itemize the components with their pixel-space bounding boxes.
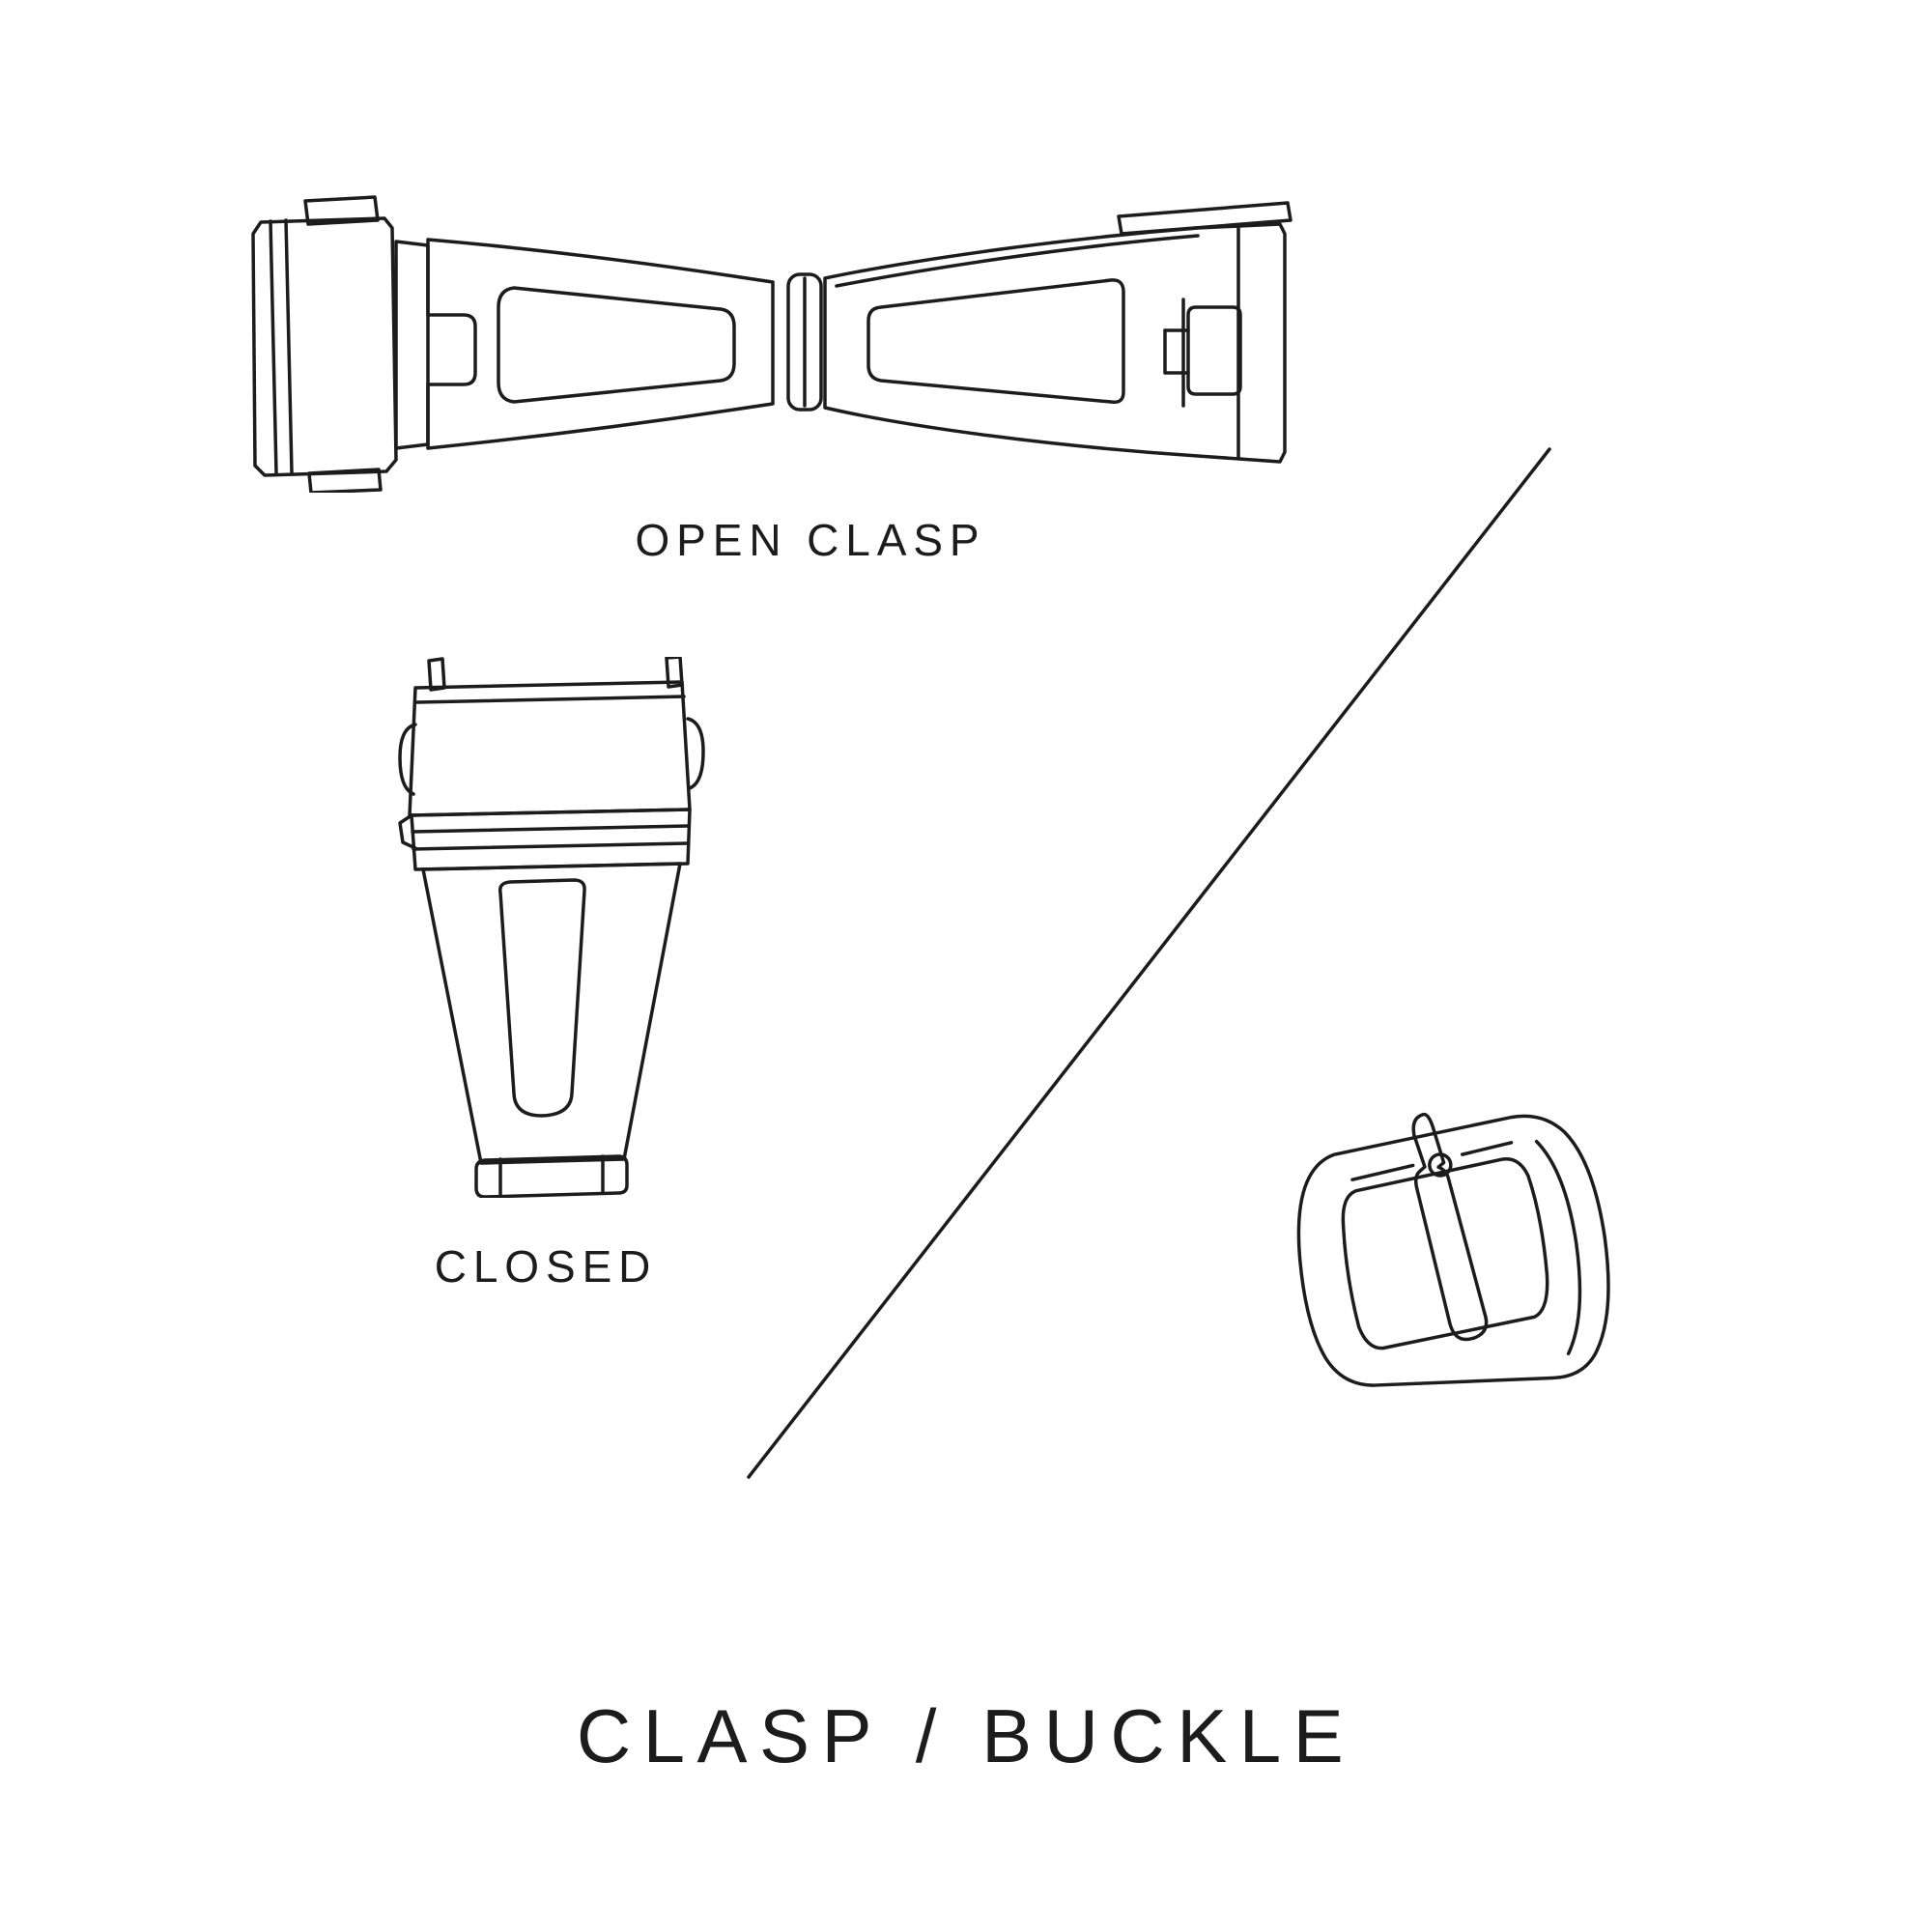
closed-clasp-illustration [398, 657, 705, 1198]
open-clasp-linework [251, 195, 1293, 493]
open-clasp-figure: OPEN CLASP [232, 184, 1304, 566]
closed-clasp-figure: CLOSED [367, 657, 724, 1293]
buckle-illustration [1296, 1112, 1610, 1387]
buckle-linework [1296, 1112, 1610, 1387]
open-clasp-illustration [251, 195, 1293, 493]
diagram-title: CLASP / BUCKLE [576, 1693, 1356, 1778]
buckle-figure [1251, 1096, 1657, 1425]
closed-clasp-linework [398, 657, 705, 1198]
closed-clasp-label: CLOSED [434, 1241, 658, 1292]
open-clasp-label: OPEN CLASP [635, 515, 986, 565]
